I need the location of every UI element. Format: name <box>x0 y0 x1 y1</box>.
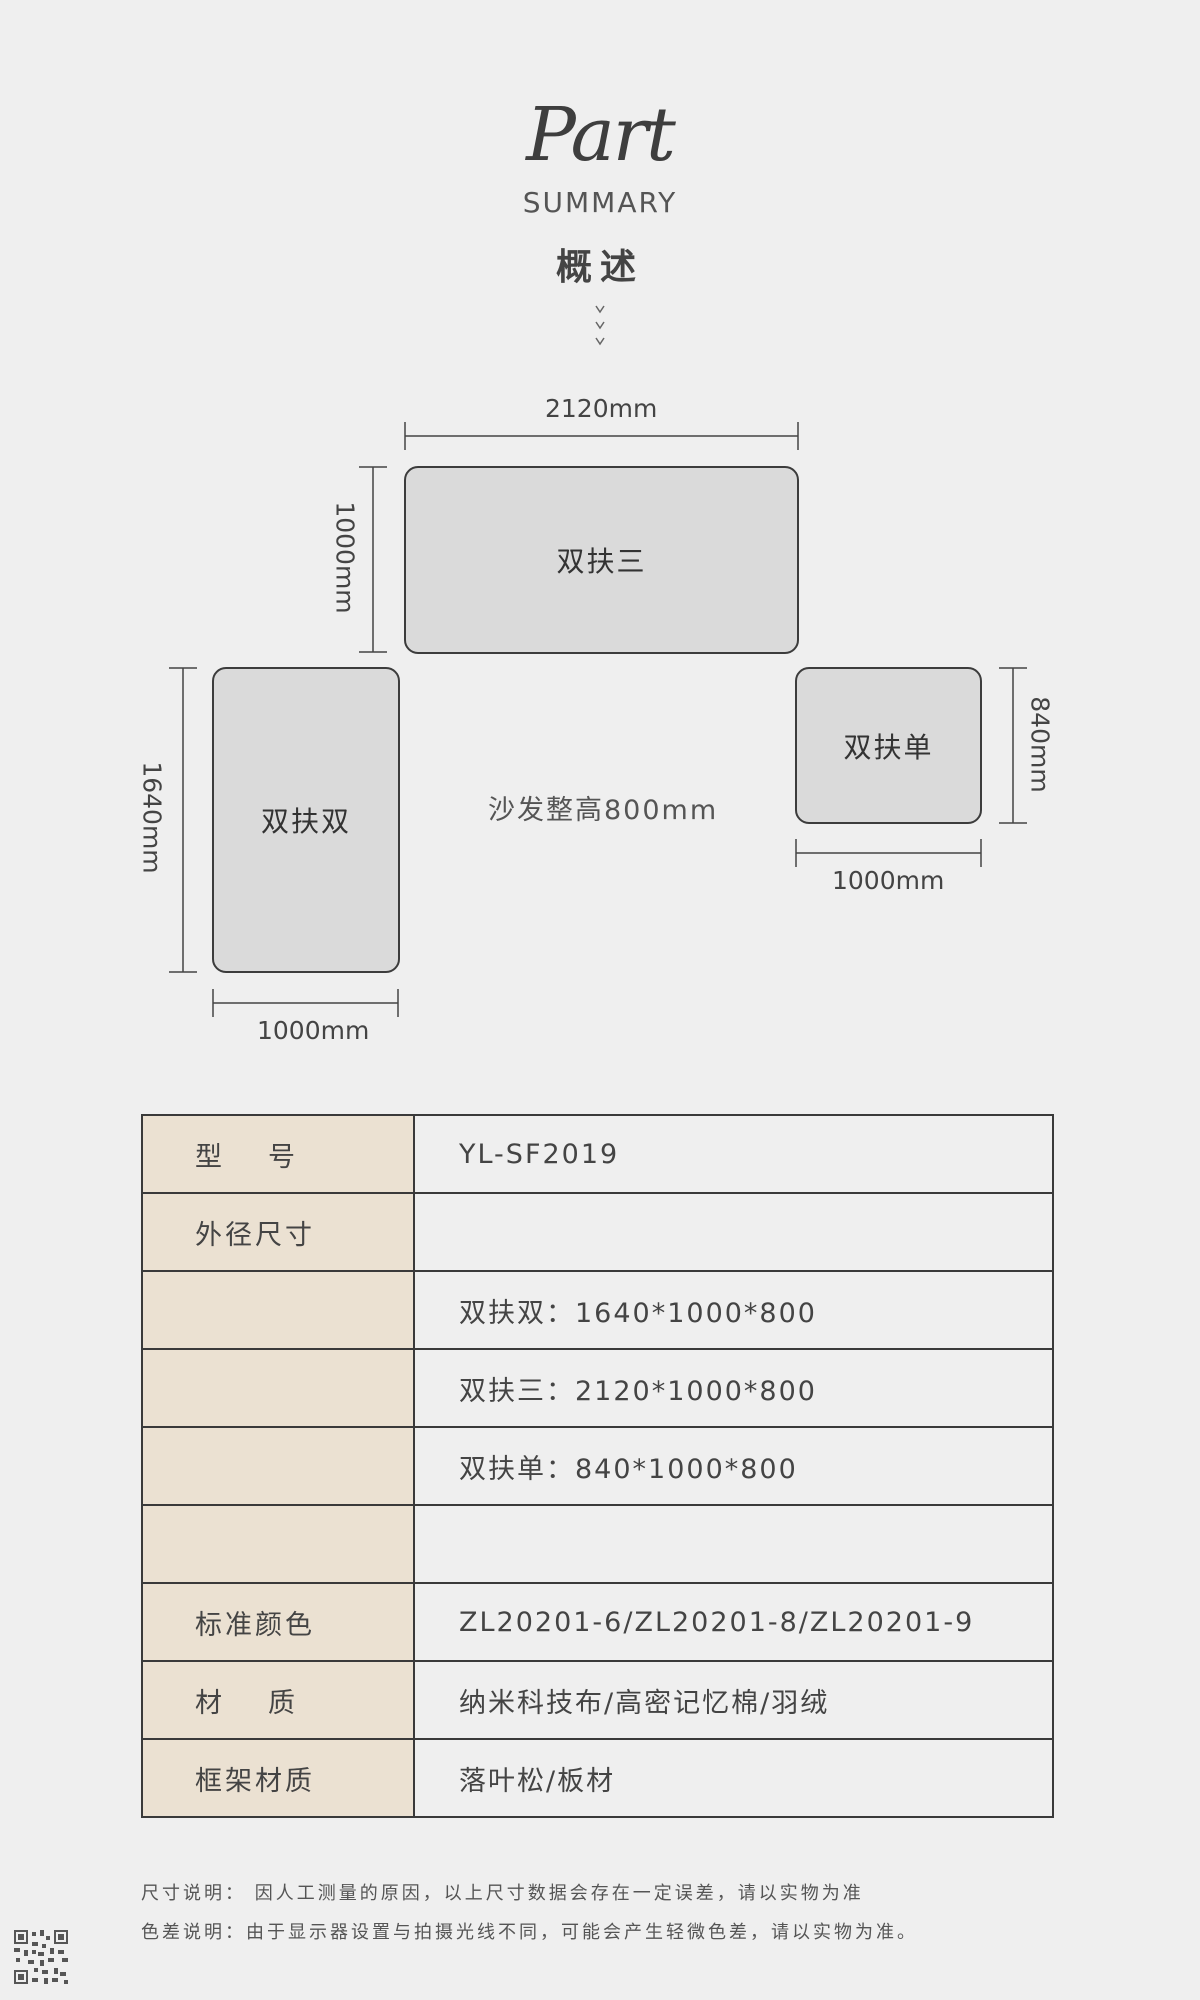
standard-color-label: 标准颜色 <box>141 1582 415 1662</box>
frame-material-value: 落叶松/板材 <box>413 1738 1054 1818</box>
sofa-double-label: 双扶双 <box>260 805 351 838</box>
table-row: 外径尺寸 <box>141 1192 1054 1272</box>
material-value: 纳米科技布/高密记忆棉/羽绒 <box>413 1660 1054 1740</box>
table-row: 材质 纳米科技布/高密记忆棉/羽绒 <box>141 1660 1054 1740</box>
empty-row-label <box>141 1504 415 1584</box>
table-row <box>141 1504 1054 1584</box>
overview-title: 概述 <box>555 247 644 288</box>
right-depth-label: 840mm <box>1025 696 1055 793</box>
part-script-title: Part <box>526 92 676 178</box>
size-double-value: 双扶双：1640*1000*800 <box>413 1270 1054 1350</box>
sofa-single-label: 双扶单 <box>843 730 934 764</box>
sofa-three-seat-box: 双扶三 <box>404 466 799 654</box>
size-row-label <box>141 1426 415 1506</box>
material-label: 材质 <box>141 1660 415 1740</box>
sofa-single-box: 双扶单 <box>795 667 982 824</box>
summary-subtitle: SUMMARY <box>522 186 678 219</box>
frame-material-label: 框架材质 <box>141 1738 415 1818</box>
top-depth-label: 1000mm <box>330 501 360 614</box>
dimension-lines <box>169 422 1027 1017</box>
empty-row-value <box>413 1504 1054 1584</box>
right-width-label: 1000mm <box>832 866 945 895</box>
size-single-value: 双扶单：840*1000*800 <box>413 1426 1054 1506</box>
table-row: 标准颜色 ZL20201-6/ZL20201-8/ZL20201-9 <box>141 1582 1054 1662</box>
sofa-height-note: 沙发整高800mm <box>488 795 719 826</box>
size-row-label <box>141 1270 415 1350</box>
left-width-label: 1000mm <box>257 1016 370 1045</box>
qr-code-icon <box>12 1928 70 1986</box>
table-row: 双扶双：1640*1000*800 <box>141 1270 1054 1350</box>
left-depth-label: 1640mm <box>137 761 167 874</box>
table-row: 型号 YL-SF2019 <box>141 1114 1054 1194</box>
spec-table: 型号 YL-SF2019 外径尺寸 双扶双：1640*1000*800 双扶三：… <box>141 1114 1054 1818</box>
table-row: 双扶三：2120*1000*800 <box>141 1348 1054 1428</box>
outer-size-label: 外径尺寸 <box>141 1192 415 1272</box>
model-label: 型号 <box>141 1114 415 1194</box>
size-three-value: 双扶三：2120*1000*800 <box>413 1348 1054 1428</box>
outer-size-value <box>413 1192 1054 1272</box>
sofa-double-box: 双扶双 <box>212 667 400 973</box>
table-row: 双扶单：840*1000*800 <box>141 1426 1054 1506</box>
color-disclaimer: 色差说明：由于显示器设置与拍摄光线不同，可能会产生轻微色差，请以实物为准。 <box>141 1922 918 1943</box>
standard-color-value: ZL20201-6/ZL20201-8/ZL20201-9 <box>413 1582 1054 1662</box>
table-row: 框架材质 落叶松/板材 <box>141 1738 1054 1818</box>
model-value: YL-SF2019 <box>413 1114 1054 1194</box>
top-width-label: 2120mm <box>545 394 658 423</box>
sofa-three-seat-label: 双扶三 <box>556 545 647 578</box>
chevron-down-icon <box>595 305 605 346</box>
size-row-label <box>141 1348 415 1428</box>
size-disclaimer: 尺寸说明： 因人工测量的原因，以上尺寸数据会存在一定误差，请以实物为准 <box>141 1883 864 1904</box>
